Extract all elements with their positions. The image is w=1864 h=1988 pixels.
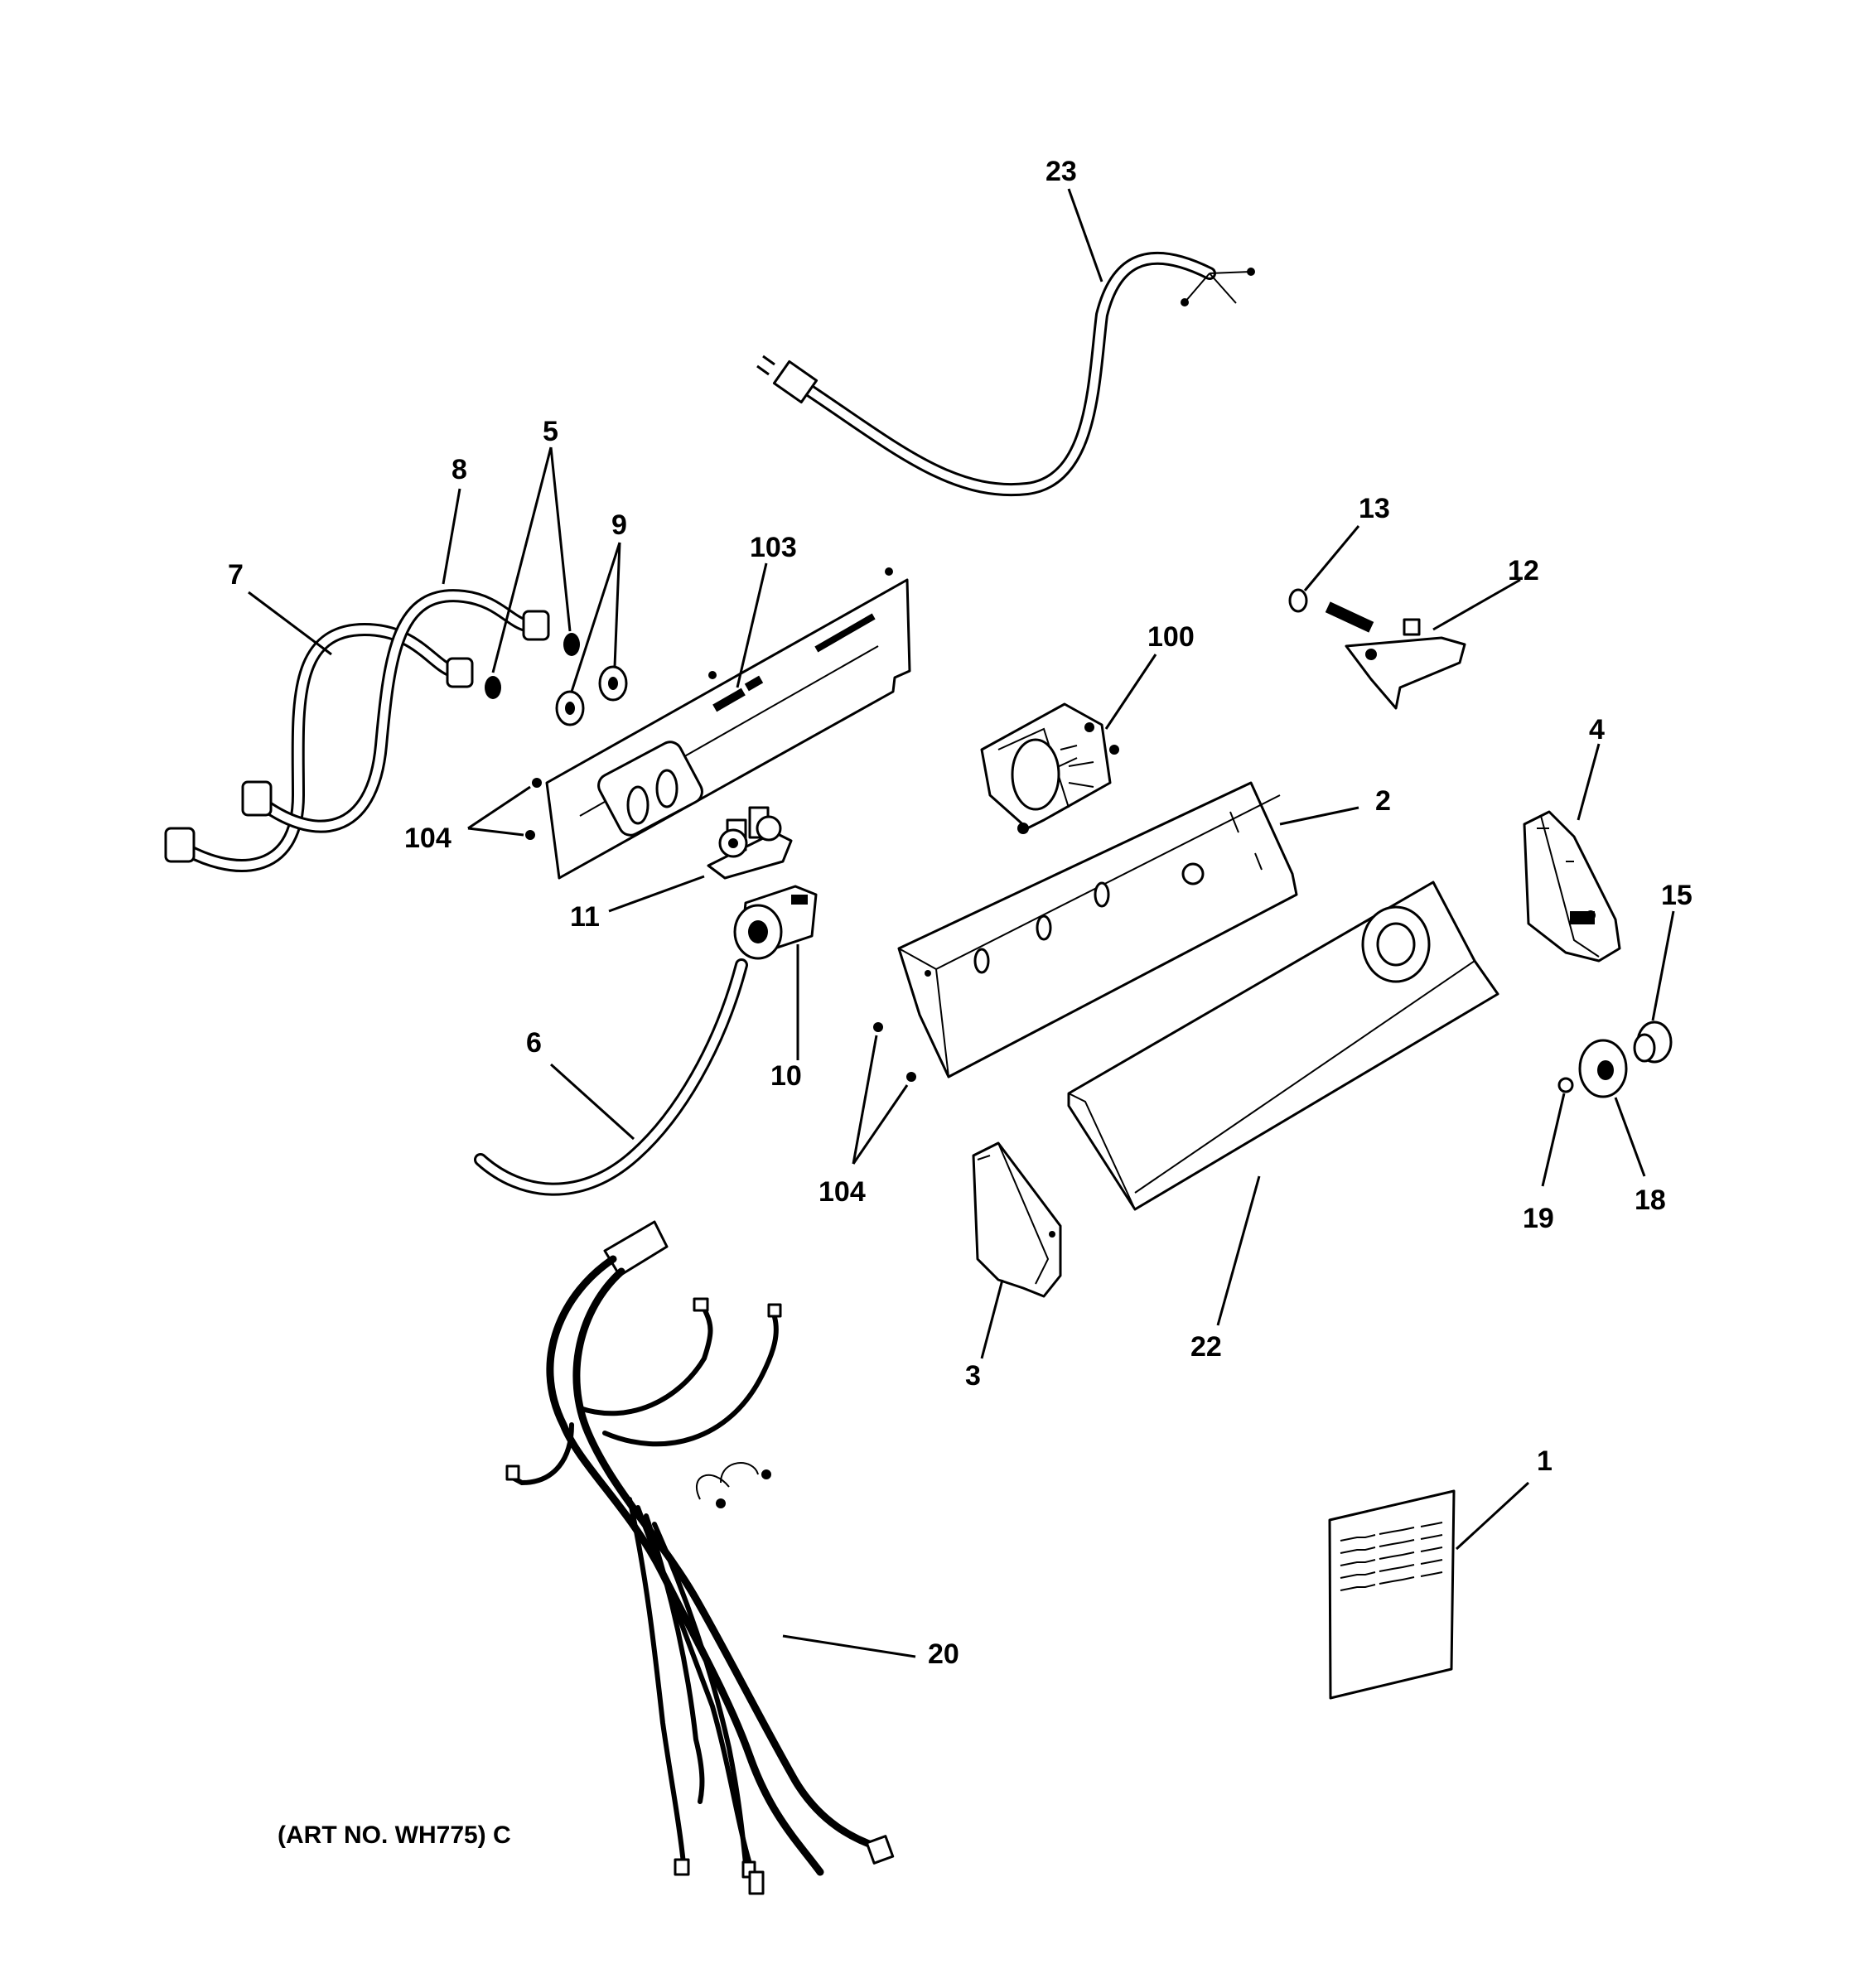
screws-part-104-left: 104 [404,778,542,854]
label-13: 13 [1359,493,1390,524]
callout-103: 103 [736,532,797,688]
washers-part-5: 5 [485,416,580,699]
callout-8: 8 [442,454,467,585]
dial-part-18: 18 [1578,1039,1666,1216]
knob-part-15: 15 [1633,880,1693,1064]
wire-harness-part-20 [505,1220,895,1895]
callout-6: 6 [526,1027,635,1141]
panel-bracket-part-2 [897,781,1298,1078]
label-22: 22 [1190,1331,1222,1363]
callout-22: 22 [1190,1175,1261,1363]
pressure-switch-part-10 [733,885,818,960]
console-part-22 [1067,881,1499,1211]
switch-part-12 [1325,601,1466,710]
label-7: 7 [228,559,244,591]
label-1: 1 [1537,1445,1553,1477]
fill-hose-part-8 [241,589,550,833]
callout-12: 12 [1432,555,1539,631]
label-9: 9 [611,509,627,541]
callout-20: 20 [782,1634,959,1670]
label-10: 10 [770,1060,802,1092]
callout-10: 10 [770,944,802,1092]
label-11: 11 [570,901,600,933]
label-3: 3 [965,1360,981,1392]
label-15: 15 [1661,880,1693,911]
label-2: 2 [1375,785,1391,817]
callout-4: 4 [1577,714,1605,821]
label-103: 103 [750,532,797,563]
label-104-left: 104 [404,823,452,854]
timer-part-100 [980,702,1119,834]
label-4: 4 [1589,714,1605,746]
callout-2: 2 [1279,785,1391,826]
nut-part-19: 19 [1523,1077,1574,1234]
label-23: 23 [1045,156,1077,187]
label-8: 8 [452,454,467,485]
power-cord-part-23 [756,251,1255,497]
back-bracket-part-103 [545,567,911,880]
callout-7: 7 [228,559,332,656]
endcap-part-3 [972,1141,1062,1298]
callout-11: 11 [570,875,705,933]
label-19: 19 [1523,1203,1554,1234]
water-valve-part-11 [707,806,793,880]
endcap-part-4 [1523,810,1621,963]
label-5: 5 [543,416,558,447]
callout-1: 1 [1455,1445,1553,1551]
fill-hose-part-7 [164,622,474,872]
screws-part-104-right: 104 [819,1022,916,1208]
label-100: 100 [1147,621,1195,653]
manual-part-1 [1328,1489,1456,1700]
callout-23: 23 [1045,156,1103,282]
label-20: 20 [928,1638,959,1670]
label-18: 18 [1635,1185,1666,1216]
label-104-right: 104 [819,1176,866,1208]
tube-part-6 [474,958,748,1196]
label-6: 6 [526,1027,542,1059]
screens-part-9: 9 [555,509,628,726]
label-12: 12 [1508,555,1539,586]
clip-part-13: 13 [1288,493,1390,613]
callout-100: 100 [1104,621,1195,730]
art-number-caption: (ART NO. WH775) C [278,1822,511,1849]
callout-3: 3 [965,1279,1004,1392]
